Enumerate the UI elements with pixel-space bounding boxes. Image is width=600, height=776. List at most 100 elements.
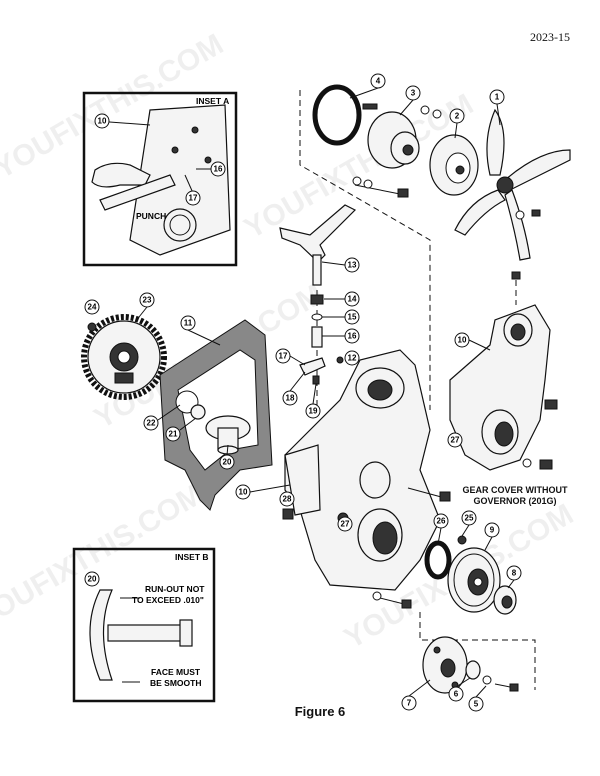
crankshaft-gear [81,314,167,400]
pump-pulley [429,134,479,196]
callout-10-main: 10 [235,484,251,500]
inset-b-shaft [107,624,191,642]
runout-line1: RUN-OUT NOT [145,584,205,594]
svg-text:16: 16 [214,165,223,174]
svg-text:17: 17 [279,352,288,361]
face-line1: FACE MUST [151,667,201,677]
inset-a-frame [82,91,238,267]
svg-text:13: 13 [348,261,357,270]
gear-cover-caption-line1: GEAR COVER WITHOUT [462,485,568,495]
svg-text:22: 22 [147,419,156,428]
inset-b-callout-20: 20 [84,571,100,587]
pulley-spacer [493,585,517,615]
callout-22: 22 [143,415,159,431]
inset-a-bore [163,208,197,242]
callout-21: 21 [165,426,181,442]
water-pump-gasket [312,84,362,146]
svg-text:10: 10 [239,488,248,497]
oil-seal-21 [190,404,206,420]
svg-text:14: 14 [348,295,357,304]
front-seal [424,540,452,580]
dashed-guide-upper [299,90,431,410]
svg-text:16: 16 [348,332,357,341]
gear-key [87,322,97,332]
callout-2: 2 [449,108,465,124]
fan-blade [454,108,571,261]
svg-text:10: 10 [458,336,467,345]
svg-text:17: 17 [189,194,198,203]
svg-text:20: 20 [88,575,97,584]
svg-text:11: 11 [184,319,193,328]
svg-text:7: 7 [407,699,412,708]
callout-8: 8 [506,565,522,581]
figure-title: Figure 6 [294,704,346,719]
callout-25: 25 [461,510,477,526]
svg-text:23: 23 [143,296,152,305]
inset-a-title: INSET A [196,96,229,106]
svg-text:5: 5 [474,700,479,709]
inset-a-callout-16: 16 [210,161,226,177]
svg-text:21: 21 [169,430,178,439]
face-line2: BE SMOOTH [150,678,201,688]
callout-3: 3 [405,85,421,101]
callout-23: 23 [139,292,155,308]
callout-10-right: 10 [454,332,470,348]
callout-26: 26 [433,513,449,529]
callout-1: 1 [489,89,505,105]
callout-17: 17 [275,348,291,364]
inset-a-callout-17: 17 [185,190,201,206]
svg-text:18: 18 [286,394,295,403]
runout-line2: TO EXCEED .010" [132,595,204,605]
leader-lines [134,87,515,698]
callout-6: 6 [448,686,464,702]
callout-15: 15 [344,309,360,325]
callout-9: 9 [484,522,500,538]
callout-24: 24 [84,299,100,315]
gear-cover-caption: GEAR COVER WITHOUT GOVERNOR (201G) [460,485,570,507]
svg-text:12: 12 [348,354,357,363]
gear-cover-without-governor [449,304,551,471]
inset-b-frame [72,547,216,703]
callout-13: 13 [344,257,360,273]
callout-12: 12 [344,350,360,366]
svg-text:9: 9 [490,526,495,535]
callout-18: 18 [282,390,298,406]
svg-text:8: 8 [512,569,517,578]
inset-b: INSET B RUN-OUT NOT TO EXCEED .010" FACE… [72,547,216,703]
inset-a: INSET A PUNCH 10 16 17 [82,91,238,267]
callout-19: 19 [305,403,321,419]
gear-cover-caption-line2: GOVERNOR (201G) [473,496,557,506]
svg-text:3: 3 [411,89,416,98]
callout-20: 20 [219,454,235,470]
hub-sleeve [465,660,481,680]
callout-14: 14 [344,291,360,307]
gear-cover-main [284,349,441,591]
punch-label: PUNCH [136,211,166,221]
svg-text:19: 19 [309,407,318,416]
svg-text:28: 28 [283,495,292,504]
svg-text:27: 27 [451,436,460,445]
svg-text:1: 1 [495,93,500,102]
pulley-key [457,535,467,545]
callout-7: 7 [401,695,417,711]
inset-b-hub-flange [89,589,113,681]
callout-28: 28 [279,491,295,507]
svg-text:15: 15 [348,313,357,322]
inset-a-callout-10: 10 [94,113,110,129]
governor-small-parts [299,294,344,385]
callout-11: 11 [180,315,196,331]
svg-text:6: 6 [454,690,459,699]
svg-text:10: 10 [98,117,107,126]
callout-27-main: 27 [337,516,353,532]
callout-4: 4 [370,73,386,89]
inset-b-title: INSET B [175,552,209,562]
hub-20 [205,415,251,455]
callout-27-right: 27 [447,432,463,448]
hub-washer [482,675,492,685]
inset-a-cover [129,104,231,256]
dashed-guide-lower [419,612,536,690]
svg-text:24: 24 [88,303,97,312]
cover-bolts [282,487,451,609]
callout-16: 16 [344,328,360,344]
